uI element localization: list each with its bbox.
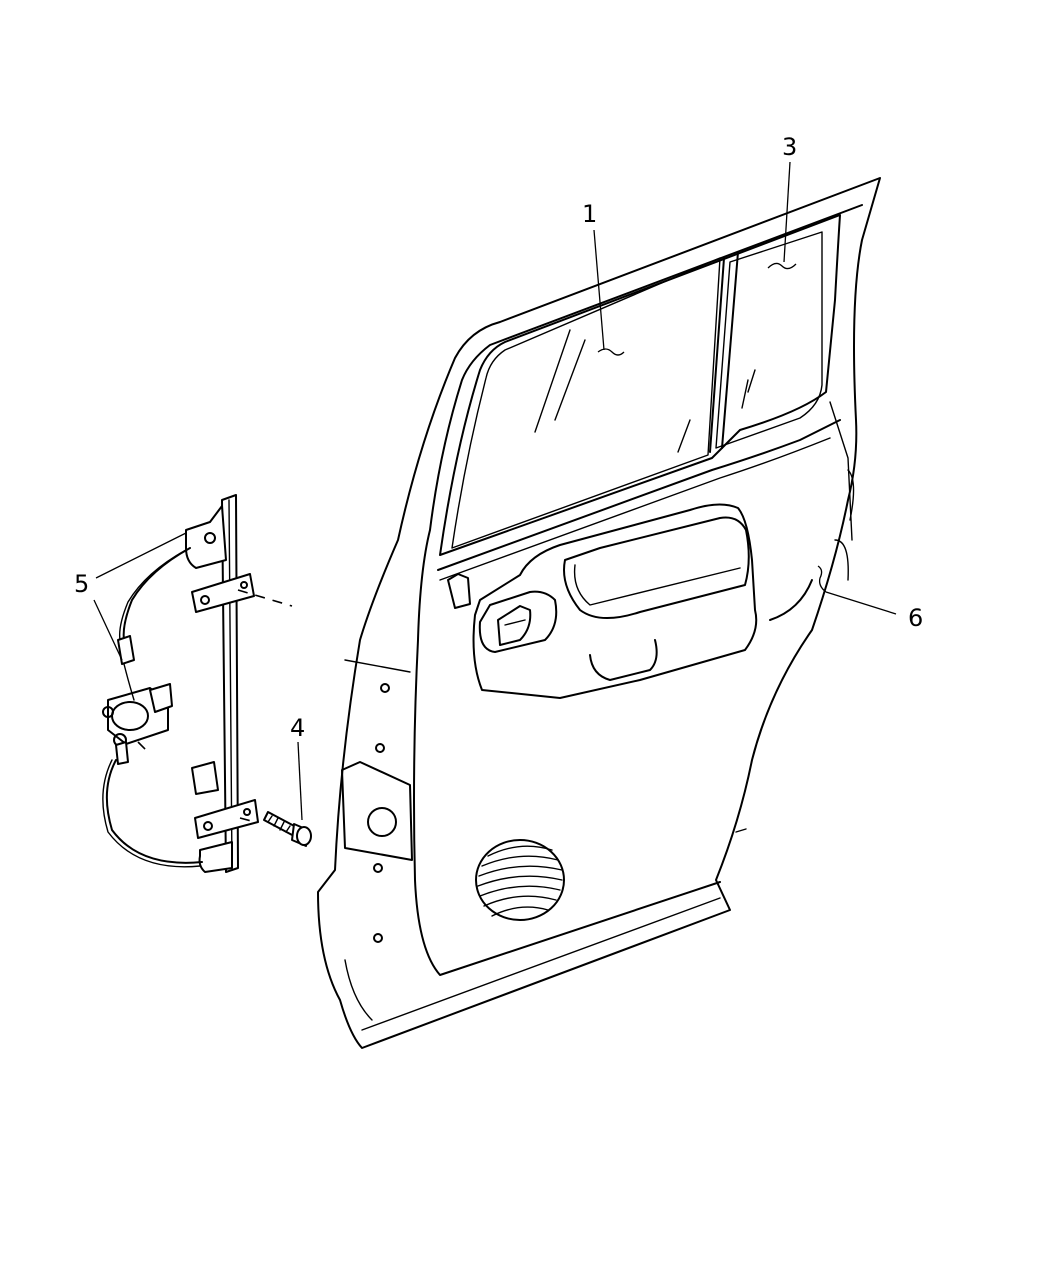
callout-labels: 1 3 4 5 6 xyxy=(74,133,923,742)
inside-handle-bezel xyxy=(478,590,558,653)
vent-glass xyxy=(715,231,823,449)
speaker-grille xyxy=(475,839,565,921)
regulator-cable-upper xyxy=(122,547,191,641)
callout-1: 1 xyxy=(582,200,597,228)
bolt xyxy=(263,811,312,847)
callout-6: 6 xyxy=(908,604,923,632)
door-shell-outline xyxy=(317,177,881,1049)
callout-4: 4 xyxy=(290,714,305,742)
regulator-motor xyxy=(102,683,173,747)
armrest-pocket xyxy=(563,516,750,620)
window-regulator xyxy=(102,494,293,873)
callout-3: 3 xyxy=(782,133,797,161)
lock-knob xyxy=(447,573,471,609)
regulator-lower-bracket xyxy=(198,841,233,873)
door-glass xyxy=(451,257,721,549)
armrest-panel xyxy=(472,503,758,699)
callout-5: 5 xyxy=(74,570,89,598)
window-frame xyxy=(439,214,841,556)
leader-lines xyxy=(93,161,897,821)
door-frame-inner xyxy=(413,204,863,976)
inside-handle xyxy=(497,605,532,646)
door-assembly xyxy=(317,177,881,1049)
regulator-cable-lower xyxy=(105,759,203,864)
